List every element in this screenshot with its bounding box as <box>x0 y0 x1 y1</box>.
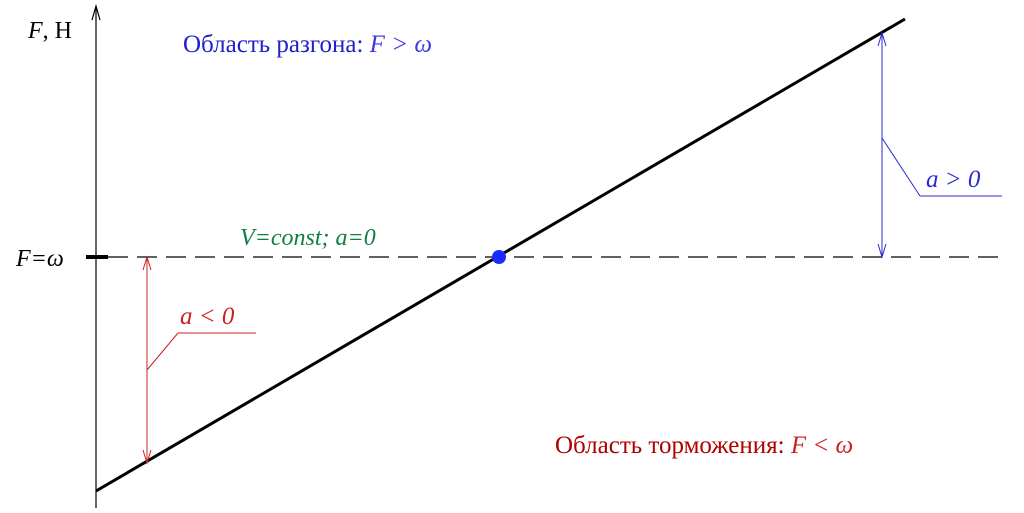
decel-label: a < 0 <box>180 303 235 330</box>
accel-dimension <box>877 31 1002 259</box>
acceleration-region-label: Область разгона: F > ω <box>183 31 432 58</box>
accel-label: a > 0 <box>926 166 981 193</box>
braking-region-label: Область торможения: F < ω <box>555 432 853 459</box>
equilibrium-label: V=const; a=0 <box>240 225 376 251</box>
y-axis-label: F, Н <box>27 18 72 44</box>
level-label: F=ω <box>15 246 64 272</box>
y-axis-arrow <box>91 3 101 21</box>
decel-dimension <box>142 255 256 465</box>
equilibrium-point <box>492 250 506 264</box>
